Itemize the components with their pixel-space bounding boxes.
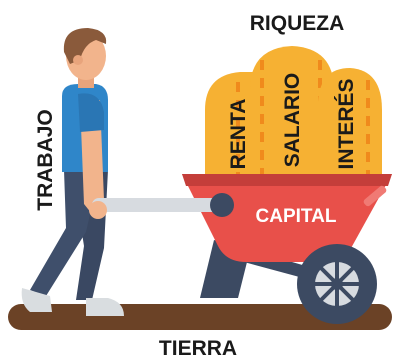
worker-hand	[89, 201, 107, 219]
cart-highlight	[363, 185, 387, 207]
label-tierra: TIERRA	[159, 337, 237, 360]
cart-rim	[182, 174, 392, 186]
cart-label: CAPITAL	[256, 206, 337, 227]
cart-wheel	[297, 244, 377, 324]
cart-tub	[182, 174, 392, 262]
label-trabajo: TRABAJO	[34, 109, 57, 211]
cart-handle	[92, 198, 220, 212]
bag-label-interes: INTERÉS	[335, 78, 358, 169]
bag-interes	[318, 68, 382, 178]
bag-label-renta: RENTA	[227, 99, 250, 170]
bag-label-salario: SALARIO	[281, 73, 304, 168]
cart-handle-joint	[210, 193, 234, 217]
label-riqueza: RIQUEZA	[250, 12, 345, 35]
